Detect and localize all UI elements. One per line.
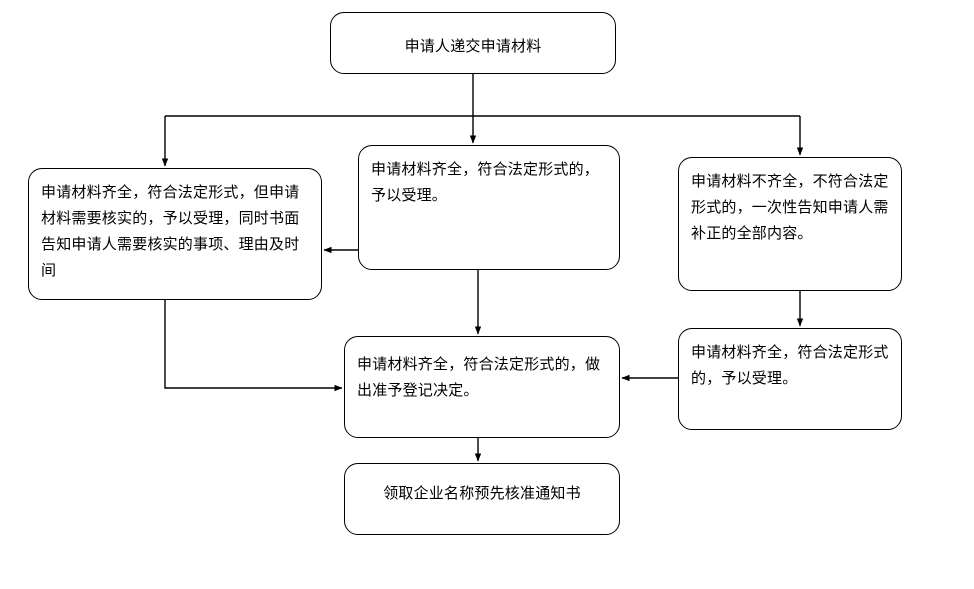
node-complete-accept-2: 申请材料齐全，符合法定形式的，予以受理。 — [678, 328, 902, 430]
node-label-complete-accept: 申请材料齐全，符合法定形式的，予以受理。 — [371, 160, 600, 204]
node-approve-registration: 申请材料齐全，符合法定形式的，做出准予登记决定。 — [344, 336, 620, 438]
node-label-incomplete-notify: 申请材料不齐全，不符合法定形式的，一次性告知申请人需补正的全部内容。 — [691, 172, 889, 242]
node-complete-accept: 申请材料齐全，符合法定形式的，予以受理。 — [358, 145, 620, 270]
connector-left-box-to-approve — [164, 300, 343, 392]
connector-group — [161, 74, 804, 462]
node-label-complete-accept-2: 申请材料齐全，符合法定形式的，予以受理。 — [691, 343, 889, 387]
node-label-approve-registration: 申请材料齐全，符合法定形式的，做出准予登记决定。 — [357, 355, 601, 399]
node-incomplete-notify: 申请材料不齐全，不符合法定形式的，一次性告知申请人需补正的全部内容。 — [678, 157, 902, 291]
node-submit: 申请人递交申请材料 — [330, 12, 616, 74]
node-label-receive-notice: 领取企业名称预先核准通知书 — [383, 484, 581, 502]
node-label-complete-needs-verify: 申请材料齐全，符合法定形式，但申请材料需要核实的，予以受理，同时书面告知申请人需… — [41, 183, 300, 279]
node-receive-notice: 领取企业名称预先核准通知书 — [344, 463, 620, 535]
node-label-submit: 申请人递交申请材料 — [404, 37, 542, 55]
node-complete-needs-verify: 申请材料齐全，符合法定形式，但申请材料需要核实的，予以受理，同时书面告知申请人需… — [28, 168, 322, 300]
